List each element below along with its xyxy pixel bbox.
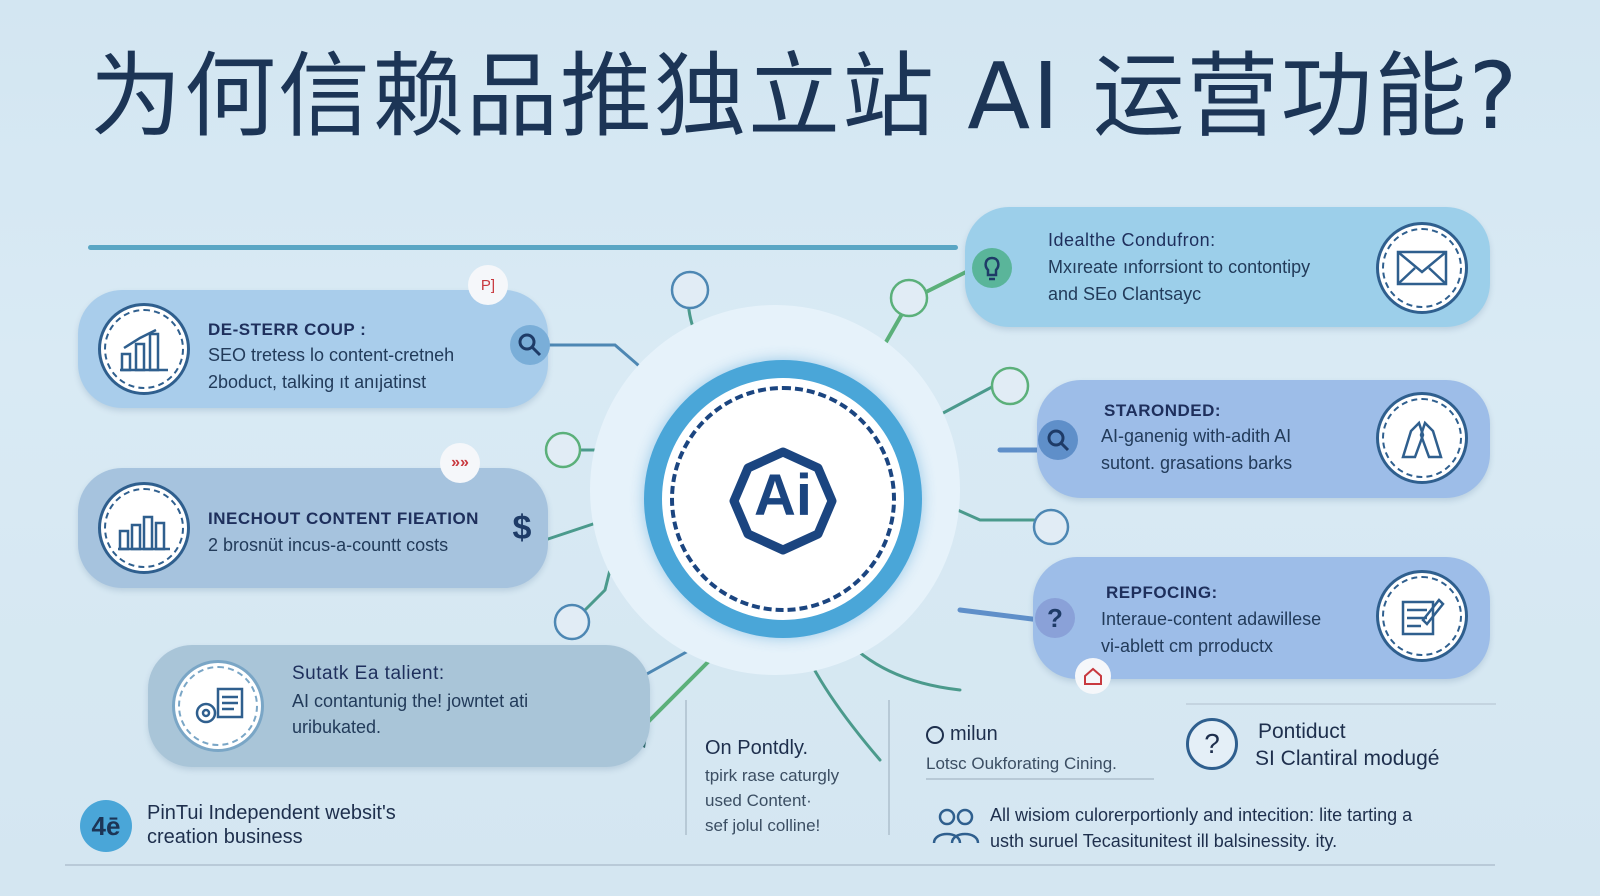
card-heading: REPFOCING: (1106, 583, 1218, 602)
card-icon-circle (98, 482, 190, 574)
center-label: Ai (754, 463, 812, 528)
page-title: 为何信赖品推独立站 AI 运营功能? (90, 43, 1520, 150)
brand-name: PinTui Independent websit's (147, 802, 396, 824)
card-text-line: 2boduct, talking ıt anıjatinst (208, 372, 427, 392)
card-text-line: and SEo Clantsayc (1048, 284, 1202, 304)
card-text-line: AI contantunig the! jowntet ati (292, 691, 529, 711)
bar-chart-icon (120, 328, 168, 372)
card-heading: STARONDED: (1104, 401, 1222, 420)
dollar-icon: $ (512, 508, 532, 547)
bottom-column-heading: Pontiduct (1258, 720, 1346, 743)
card-text-line: AI-ganenig with-adith AI (1101, 426, 1292, 446)
column-divider (685, 700, 687, 835)
envelope-icon (1396, 250, 1448, 286)
brand-logo-text: 4ē (91, 810, 121, 841)
column-topline (1186, 703, 1496, 705)
bottom-column-heading: milun (950, 723, 998, 745)
bottom-column-text: tpirk rase caturgly (705, 766, 840, 785)
card-icon-circle (1376, 570, 1468, 662)
home-badge-icon (1075, 658, 1111, 694)
card-icon-circle (1376, 392, 1468, 484)
ai-badge-icon (729, 447, 837, 555)
users-icon (932, 808, 980, 844)
card-text-line: Interaue-content adawillese (1101, 609, 1322, 629)
card-heading: Idealthe Condufron: (1048, 230, 1216, 250)
card-text-line: Mxıreate ınforrsiont to contontipy (1048, 257, 1311, 277)
bottom-column-heading: On Pontdly. (705, 737, 809, 759)
bar-chart-icon (118, 515, 170, 551)
card-text-line: sutont. grasations barks (1101, 453, 1293, 473)
help-circle-icon: ? (1186, 718, 1238, 770)
divider-line (88, 245, 958, 250)
hands-icon (1401, 420, 1443, 459)
center-dashed-ring (670, 386, 896, 612)
question-icon: ? (1035, 598, 1075, 638)
card-text-line: uribukated. (292, 717, 382, 737)
bottom-column-text: SI Clantiral modugé (1255, 747, 1440, 770)
edit-document-icon (1401, 598, 1445, 636)
search-user-icon (510, 325, 550, 365)
card-heading: Sutatk Ea talient: (292, 663, 445, 684)
bottom-column-text: used Content· (705, 791, 812, 810)
circle-bullet-icon (926, 726, 944, 744)
tag-badge-icon: P] (468, 265, 508, 305)
card-heading: DE-STERR COUP : (208, 320, 367, 339)
column-divider (888, 700, 890, 835)
column-underline (926, 778, 1154, 780)
bottom-note-line: usth suruel Tecasitunitest ill balsiness… (990, 831, 1338, 851)
lightbulb-icon (972, 248, 1012, 288)
card-text-line: vi-ablett cm prroductx (1101, 636, 1274, 656)
card-icon-circle (98, 303, 190, 395)
brand-logo-icon: 4ē (80, 800, 132, 852)
magnifier-icon (1038, 420, 1078, 460)
bottom-column-text: Lotsc Oukforating Cining. (926, 754, 1117, 773)
card-heading: INECHOUT CONTENT FIEATION (208, 509, 479, 528)
card-text-line: SEO tretess lo content-cretneh (208, 345, 455, 365)
bottom-note-line: All wisiom culorerportionly and inteciti… (990, 805, 1413, 825)
footer-divider (65, 864, 1495, 866)
card-icon-circle (172, 660, 264, 752)
arrows-badge-icon: »» (440, 443, 480, 483)
card-icon-circle (1376, 222, 1468, 314)
bottom-column-text: sef jolul colline! (705, 816, 821, 835)
card-text-line: 2 brosnüt incus-a-countt costs (208, 535, 449, 555)
brand-subtitle: creation business (147, 826, 303, 848)
gear-document-icon (195, 687, 244, 724)
